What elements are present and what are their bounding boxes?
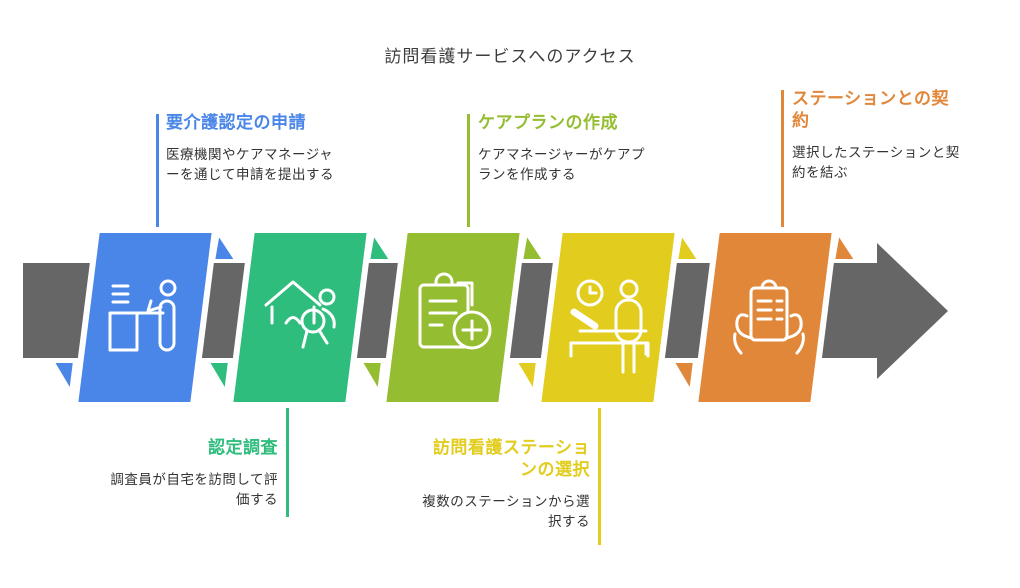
fold-triangle-bottom: [203, 359, 233, 400]
step-ribbon: [534, 227, 682, 408]
step-description: 医療機関やケアマネージャーを通じて申請を提出する: [166, 147, 334, 183]
step-title: 認定調査: [208, 438, 278, 457]
step-label-block-2: 認定調査 調査員が自宅を訪問して評価する: [110, 437, 278, 511]
fold-triangle-top: [365, 226, 396, 263]
fold-triangle-bottom: [356, 359, 386, 400]
step-title: 要介護認定の申請: [166, 113, 306, 132]
step-shape-4: [511, 226, 704, 408]
fold-triangle-top: [518, 226, 549, 263]
arrow-head: [877, 243, 948, 379]
contract-hands-icon: [733, 279, 805, 355]
step-description: 調査員が自宅を訪問して評価する: [110, 472, 278, 508]
home-visit-icon: [264, 280, 336, 349]
step-shape-5: [668, 226, 861, 408]
fold-triangle-bottom: [48, 359, 78, 400]
step-title: ケアプランの作成: [478, 113, 618, 132]
step-description: 選択したステーションと契約を結ぶ: [792, 145, 960, 181]
step-ribbon: [226, 227, 374, 408]
step-label-block-1: 要介護認定の申請 医療機関やケアマネージャーを通じて申請を提出する: [166, 112, 334, 186]
step-ribbon: [71, 227, 219, 408]
step-title: 訪問看護ステーションの選択: [432, 438, 590, 480]
fold-triangle-top: [673, 226, 704, 263]
step-title: ステーションとの契約: [792, 89, 949, 131]
step-label-block-4: 訪問看護ステーションの選択 複数のステーションから選択する: [422, 437, 590, 533]
step-shape-1: [48, 226, 241, 408]
fold-triangle-bottom: [511, 359, 541, 400]
step-shape-2: [203, 226, 396, 408]
step-ribbon: [379, 227, 527, 408]
page-title: 訪問看護サービスへのアクセス: [384, 47, 636, 66]
step-shape-3: [356, 226, 549, 408]
fold-triangle-top: [210, 226, 241, 263]
step-description: ケアマネージャーがケアプランを作成する: [478, 147, 646, 183]
step-description: 複数のステーションから選択する: [422, 494, 590, 530]
step-label-block-3: ケアプランの作成 ケアマネージャーがケアプランを作成する: [478, 112, 646, 186]
application-desk-icon: [108, 279, 177, 352]
care-plan-clipboard-icon: [418, 272, 492, 350]
station-select-icon: [569, 279, 650, 374]
fold-triangle-top: [830, 226, 861, 263]
fold-triangle-bottom: [668, 359, 698, 400]
step-label-block-5: ステーションとの契約 選択したステーションと契約を結ぶ: [792, 88, 960, 184]
